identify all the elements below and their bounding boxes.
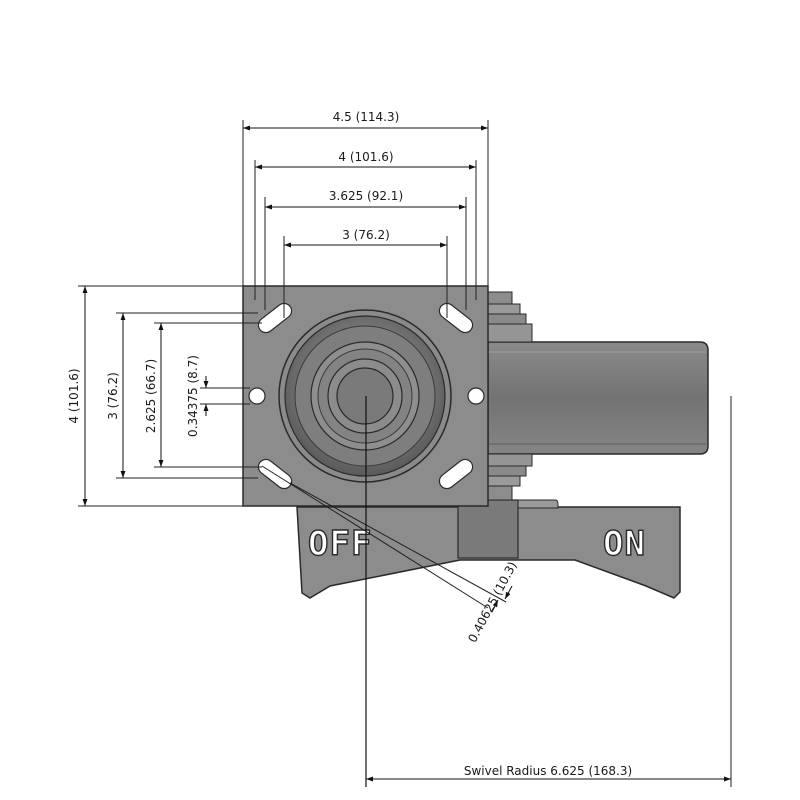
dimensions-top: 4.5 (114.3) 4 (101.6) 3.625 (92.1) 3 (76… <box>242 110 489 318</box>
dim-swivel-radius: Swivel Radius 6.625 (168.3) <box>464 764 632 778</box>
bolt-hole-right <box>467 387 485 405</box>
dimensions-left: 4 (101.6) 3 (76.2) 2.625 (66.7) 0.34375 … <box>67 285 262 507</box>
wheel <box>487 291 709 501</box>
dim-plate-width: 4.5 (114.3) <box>333 110 400 124</box>
slot-bottom-right <box>438 458 474 490</box>
dim-bolt-hole-diameter: 0.40625 (10.3) <box>465 559 519 645</box>
dim-bolt-height-outer: 3 (76.2) <box>106 372 120 420</box>
slot-top-right <box>438 302 474 334</box>
brake-lever: OFF ON <box>296 499 681 599</box>
dim-plate-height: 4 (101.6) <box>67 368 81 423</box>
lever-off-label: OFF <box>308 524 372 564</box>
brake-lever-hub <box>457 499 519 559</box>
slot-top-left <box>257 302 293 334</box>
dim-bolt-spacing-outer: 4 (101.6) <box>338 150 393 164</box>
brake-lever-top-edge <box>517 499 559 509</box>
dim-bolt-height-inner: 2.625 (66.7) <box>144 359 158 433</box>
wheel-tread <box>487 341 709 455</box>
lever-on-label: ON <box>603 524 646 564</box>
fork-stack <box>487 291 533 501</box>
dim-bolt-spacing-inner: 3 (76.2) <box>342 228 390 242</box>
dim-slot-width: 0.34375 (8.7) <box>186 355 200 437</box>
dimension-swivel-radius: Swivel Radius 6.625 (168.3) <box>365 396 732 787</box>
dim-bolt-spacing-mid: 3.625 (92.1) <box>329 189 403 203</box>
swivel-bearing <box>278 309 452 483</box>
bolt-hole-left <box>248 387 266 405</box>
